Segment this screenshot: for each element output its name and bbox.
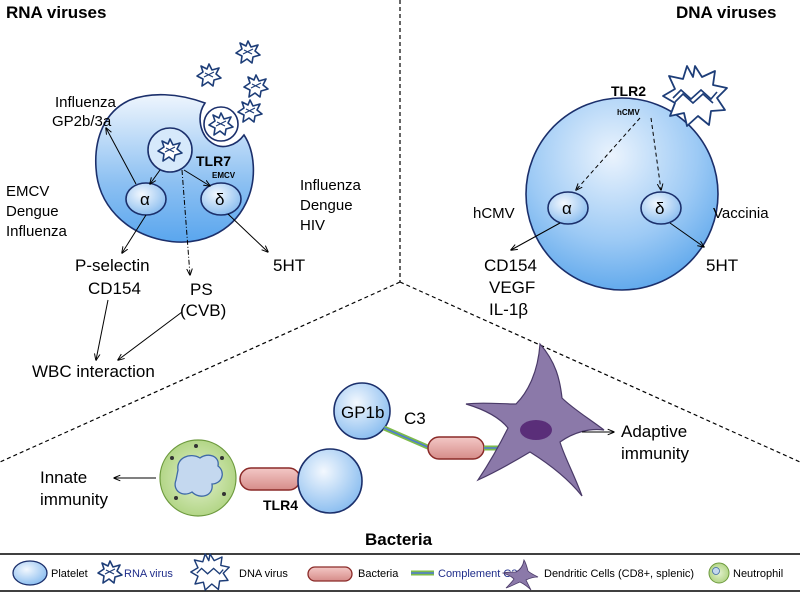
legend-rna-virus-icon [97, 560, 123, 584]
legend-dna-virus: DNA virus [239, 568, 288, 580]
legend-neutrophil: Neutrophil [733, 568, 783, 580]
arrow-delta-5ht [669, 222, 704, 247]
complement-link-1-core [383, 427, 431, 449]
divider-right [399, 281, 800, 463]
dna-section-title: DNA viruses [676, 3, 776, 22]
rna-delta-virus-2: Dengue [300, 197, 353, 214]
rna-alpha-label: α [140, 190, 150, 209]
rna-delta-virus-3: HIV [300, 217, 325, 234]
arrow-alpha-gp [106, 128, 137, 185]
dna-hcmv-label: hCMV [473, 205, 515, 222]
legend-complement: Complement C3 [438, 568, 517, 580]
rna-virus-icon [243, 74, 269, 98]
rna-delta-granule [200, 182, 242, 216]
dna-platelet [525, 97, 719, 291]
arrow-endosome-delta [183, 169, 210, 186]
bacteria-adaptive-line1: Adaptive [621, 422, 687, 441]
neutrophil-granule [194, 444, 198, 448]
bacteria-c3-label: C3 [404, 409, 426, 428]
dendritic-cell [465, 342, 605, 497]
dna-cd154: CD154 [484, 256, 537, 275]
legend-platelet-icon [12, 560, 48, 586]
rna-tlr7-label: TLR7 [196, 153, 231, 169]
dna-5ht: 5HT [706, 256, 738, 275]
neutrophil-granule [222, 492, 226, 496]
bacterium-dc [427, 436, 485, 460]
rna-virus-icon [196, 63, 222, 87]
neutrophil-granule [220, 456, 224, 460]
dendritic-nucleus [520, 420, 552, 440]
bacterium-tlr4 [239, 467, 301, 491]
rna-tlr7-sub: EMCV [212, 171, 236, 180]
legend-rna-virus: RNA virus [124, 568, 173, 580]
legend-dna-virus-icon [190, 553, 230, 591]
bacteria-gp1b-platelet [333, 382, 391, 440]
neutrophil-nucleus [174, 454, 223, 497]
arrow-tlr2-delta [650, 117, 661, 190]
arrow-pselectin-wbc [96, 299, 109, 360]
rna-alpha-virus-1: EMCV [6, 183, 49, 200]
arrow-tlr2-alpha [576, 117, 641, 190]
rna-virus-icon [237, 99, 263, 123]
bacteria-innate-line2: immunity [40, 490, 109, 509]
rna-ps: PS [190, 280, 213, 299]
neutrophil-granule [170, 456, 174, 460]
arrow-ps-wbc [118, 311, 183, 360]
legend-dendritic: Dendritic Cells (CD8+, splenic) [544, 568, 694, 580]
arrow-endosome-alpha [150, 169, 161, 184]
legend-neutrophil-nucleus [712, 567, 720, 575]
bacteria-tlr4-platelet [297, 448, 363, 514]
rna-cd154: CD154 [88, 279, 141, 298]
rna-cvb: (CVB) [180, 301, 226, 320]
dna-il1b: IL-1β [489, 300, 528, 319]
bacteria-section-title: Bacteria [365, 530, 433, 549]
rna-pselectin: P-selectin [75, 256, 150, 275]
bacteria-tlr4-label: TLR4 [263, 497, 298, 513]
legend-bacteria: Bacteria [358, 568, 399, 580]
divider-left [0, 281, 401, 463]
dna-delta-granule [640, 191, 682, 225]
dna-alpha-label: α [562, 199, 572, 218]
rna-alpha-virus-2: Dengue [6, 203, 59, 220]
legend-platelet: Platelet [51, 568, 88, 580]
rna-influenza-gp-line1: Influenza [55, 94, 117, 111]
rna-delta-label: δ [215, 190, 224, 209]
bacteria-adaptive-line2: immunity [621, 444, 690, 463]
dna-delta-label: δ [655, 199, 664, 218]
bacteria-gp1b-label: GP1b [341, 403, 384, 422]
rna-alpha-virus-3: Influenza [6, 223, 68, 240]
legend-dendritic-icon [501, 558, 539, 591]
legend-bacteria-icon [307, 566, 353, 582]
dna-vegf: VEGF [489, 278, 535, 297]
rna-delta-virus-1: Influenza [300, 177, 362, 194]
dna-virus-icon [662, 65, 728, 127]
bacteria-innate-line1: Innate [40, 468, 87, 487]
dna-tlr2-sub: hCMV [617, 108, 640, 117]
rna-influenza-gp-line2: GP2b/3a [52, 113, 112, 130]
arrow-alpha-cd154 [511, 222, 561, 250]
dna-tlr2-label: TLR2 [611, 83, 646, 99]
dna-vaccinia-label: Vaccinia [713, 205, 769, 222]
arrow-endosome-ps [181, 169, 190, 275]
rna-section-title: RNA viruses [6, 3, 106, 22]
rna-5ht: 5HT [273, 256, 305, 275]
rna-wbc-interaction: WBC interaction [32, 362, 155, 381]
dna-alpha-granule [547, 191, 589, 225]
arrow-alpha-pselectin [122, 214, 147, 253]
arrow-delta-5ht [227, 213, 268, 252]
rna-virus-icon [235, 40, 261, 64]
neutrophil-granule [174, 496, 178, 500]
